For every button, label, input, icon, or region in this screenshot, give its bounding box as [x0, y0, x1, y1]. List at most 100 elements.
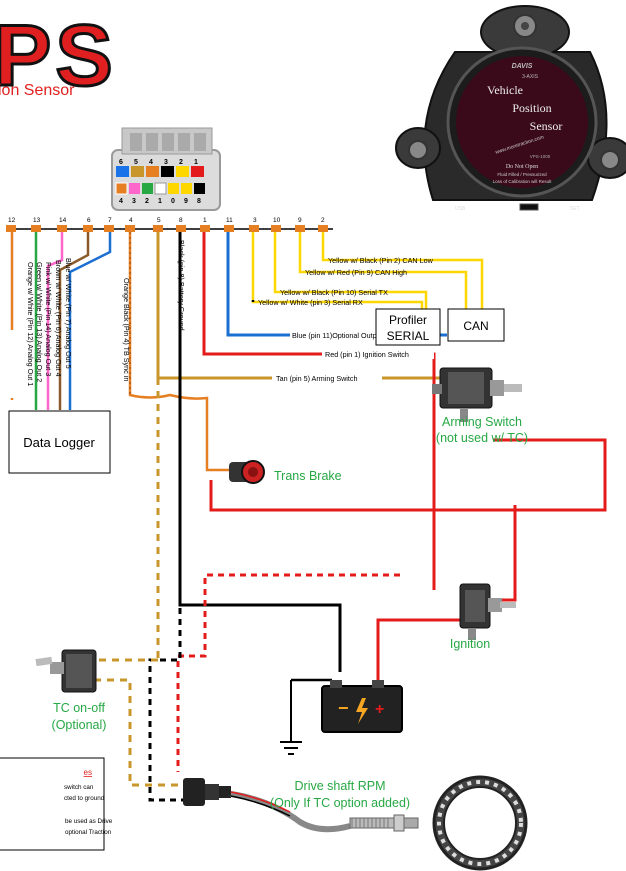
pin-numbers: 12 13 14 6 7 4 5 8 1 11 3 10 9 2	[8, 217, 325, 224]
notes-box	[0, 757, 105, 851]
wire-label-analog-5: Blue w/ White (Pin 7) Analog Out 5	[64, 258, 73, 369]
wire-label-can-low: Yellow w/ Black (Pin 2) CAN Low	[328, 256, 434, 265]
device-title-2: Position	[512, 101, 551, 115]
pin-label-7: 7	[108, 217, 112, 224]
pin-label-6: 6	[87, 217, 91, 224]
profiler-serial-box	[375, 308, 441, 346]
pin-label-13: 13	[33, 217, 41, 224]
pin-label-14: 14	[59, 217, 67, 224]
wire-label-serial-tx: Yellow w/ Black (Pin 10) Serial TX	[280, 288, 388, 297]
wire-label-serial-rx: Yellow w/ White (pin 3) Serial RX	[258, 298, 363, 307]
analog-labels: Blue w/ White (Pin 7) Analog Out 5 Brown…	[26, 258, 73, 386]
vps-device: DAVIS 3-AXIS Vehicle Position Sensor www…	[395, 5, 626, 212]
data-wires	[251, 232, 484, 310]
connector-top-num-3: 3	[164, 159, 168, 166]
device-warning-3: Loss of Calibration will Result	[493, 179, 553, 184]
can-label: CAN	[463, 319, 488, 333]
driveshaft-label-2: (Only If TC option added)	[270, 796, 410, 810]
arming-feed-wire	[209, 438, 607, 512]
data-logger-box	[8, 410, 111, 474]
pin-label-2: 2	[321, 217, 325, 224]
connector-top-num-6: 6	[119, 159, 123, 166]
device-model: 3-AXIS	[522, 74, 539, 80]
device-title-1: Vehicle	[487, 83, 523, 97]
tone-wheel-icon	[432, 775, 528, 871]
wire-label-can-high: Yellow w/ Red (Pin 9) CAN High	[305, 268, 407, 277]
logo-subtitle: ion Sensor	[0, 82, 75, 99]
profiler-label-1: Profiler	[389, 313, 427, 327]
pin-label-5: 5	[157, 217, 161, 224]
device-warning-1: Do Not Open	[506, 164, 538, 170]
tc-black-dashed-wire	[148, 608, 183, 802]
svg-text:−: −	[338, 698, 349, 718]
battery-icon: − +	[321, 680, 403, 733]
profiler-label-2: SERIAL	[387, 329, 430, 343]
wire-label-arming: Tan (pin 5) Arming Switch	[276, 374, 358, 383]
pin-label-10: 10	[273, 217, 281, 224]
pin-label-9: 9	[298, 217, 302, 224]
connector-bottom-num-0: 0	[171, 198, 175, 205]
pin-label-1: 1	[203, 217, 207, 224]
device-part: VPS-1000	[530, 154, 551, 159]
wire-label-tb-sync: Orange Black (Pin 4) TB Sync in	[122, 278, 131, 381]
wire-label-analog-4: Brown w/ White (Pin 6) Analog Out 4	[54, 260, 63, 377]
connector-bottom-num-8: 8	[197, 198, 201, 205]
connector-bottom-num-3: 3	[132, 198, 136, 205]
wire-label-ground: Black (pin 8) Battery Ground	[177, 240, 186, 331]
connector-bottom-num-9: 9	[184, 198, 188, 205]
connector-top-num-5: 5	[134, 159, 138, 166]
battery-ground-wire	[178, 232, 342, 672]
notes-line-1: switch can	[64, 784, 94, 791]
data-logger-label: Data Logger	[23, 435, 95, 450]
device-brand: DAVIS	[512, 63, 533, 70]
wire-label-optional-output: Blue (pin 11)Optional Output	[292, 331, 383, 340]
pin-label-8: 8	[179, 217, 183, 224]
pin-label-4: 4	[129, 217, 133, 224]
trans-brake-label: Trans Brake	[274, 469, 342, 483]
tc-switch-icon	[35, 649, 97, 693]
analog-wires	[10, 232, 112, 410]
notes-heading: es	[84, 768, 92, 777]
device-title-3: Sensor	[530, 119, 563, 133]
tc-label-1: TC on-off	[53, 701, 105, 715]
arming-switch-label-1: Arming Switch	[442, 415, 522, 429]
device-warning-2: Fluid Filled / Pressurized	[497, 172, 547, 177]
driveshaft-sensor-harness	[183, 778, 419, 833]
notes-line-5: optional Traction	[65, 829, 112, 836]
device-usb-label: USB	[455, 206, 466, 212]
svg-text:+: +	[375, 701, 384, 718]
wire-label-ignition: Red (pin 1) Ignition Switch	[325, 350, 409, 359]
connector-bottom-num-1: 1	[158, 198, 162, 205]
ignition-switch-icon	[459, 583, 516, 640]
notes-line-2: cted to ground	[64, 795, 105, 802]
device-side-label: SET	[570, 206, 580, 212]
connector-bottom-num-2: 2	[145, 198, 149, 205]
connector-bottom-num-4: 4	[119, 198, 123, 205]
driveshaft-label-1: Drive shaft RPM	[295, 779, 386, 793]
wire-label-analog-3: Pink w/ White (Pin 14) Analog Out 3	[44, 262, 53, 376]
chassis-ground-icon	[280, 680, 302, 755]
pin-label-3: 3	[253, 217, 257, 224]
ignition-wire	[202, 232, 436, 490]
logo: PS	[0, 7, 117, 106]
pin-ticks	[6, 225, 328, 232]
logo-letters: PS	[0, 8, 117, 104]
connector-top-num-2: 2	[179, 159, 183, 166]
can-box	[447, 308, 505, 342]
trans-brake-icon	[229, 460, 265, 484]
pin-label-12: 12	[8, 217, 16, 224]
connector: 6 5 4 3 2 1 4 3 2 1 0 9 8	[111, 127, 221, 211]
pin-label-11: 11	[226, 217, 233, 224]
arming-switch-icon	[432, 367, 522, 422]
wire-label-analog-2: Green w/ White (Pin 13) Analog Out 2	[35, 262, 44, 382]
connector-top-num-1: 1	[194, 159, 198, 166]
arming-switch-label-2: (not used w/ TC)	[436, 431, 528, 445]
wire-label-analog-1: Orange w/ White (Pin 12) Analog Out 1	[26, 262, 35, 386]
ignition-label: Ignition	[450, 637, 490, 651]
tc-red-dashed-wire	[176, 573, 400, 772]
notes-line-4: be used as Drive	[65, 818, 113, 825]
connector-top-num-4: 4	[149, 159, 153, 166]
tb-sync-wire	[128, 232, 229, 472]
tc-label-2: (Optional)	[52, 718, 107, 732]
